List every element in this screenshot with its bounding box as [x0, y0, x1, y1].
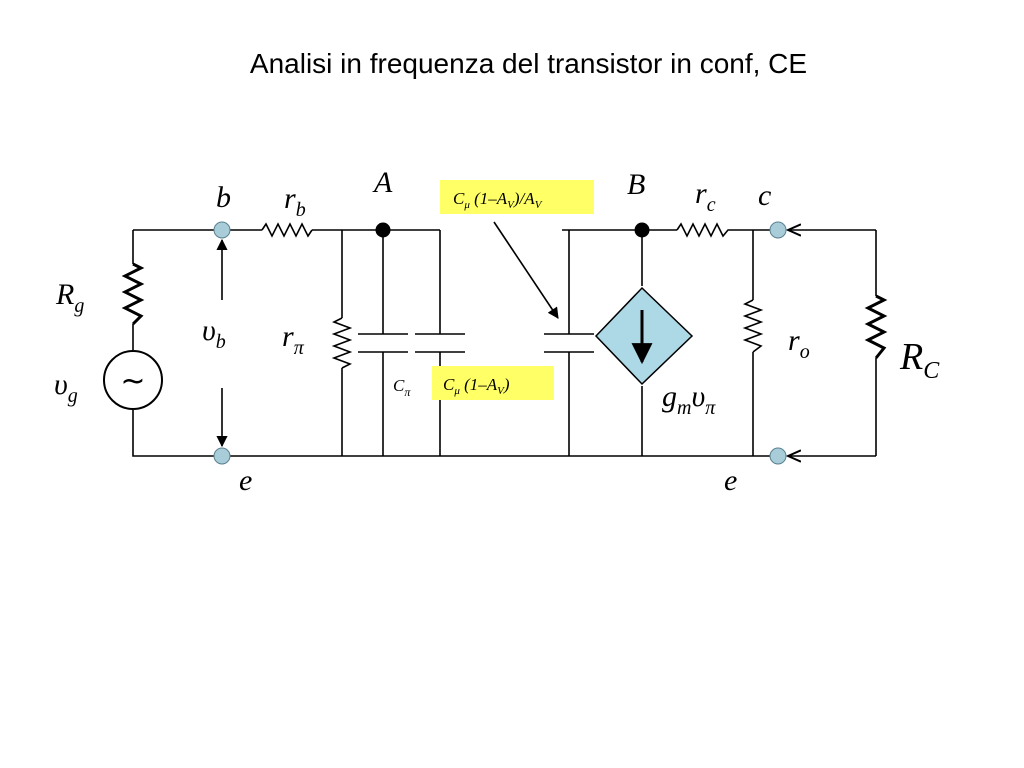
vg-label: υg — [54, 368, 78, 407]
load-resistor — [864, 294, 888, 359]
node-dot-B — [634, 222, 650, 238]
rb-label: rb — [284, 182, 306, 221]
rg-resistor — [121, 262, 145, 326]
rpi-label: rπ — [282, 320, 305, 359]
cmu-miller-input-capacitor — [415, 333, 465, 353]
miller-input-label: Cμ (1–AV) — [443, 375, 510, 397]
node-b-label: b — [216, 181, 231, 214]
rb-resistor — [261, 222, 313, 238]
dependent-current-source — [594, 286, 694, 386]
voltage-source: ~ — [103, 350, 163, 410]
rc-label: rc — [695, 177, 716, 216]
node-A-label: A — [372, 166, 393, 199]
miller-output-box — [440, 180, 594, 214]
terminal-e-left — [213, 447, 231, 465]
node-dot-A — [375, 222, 391, 238]
miller-output-label: Cμ (1–AV)/AV — [453, 189, 543, 211]
sine-symbol: ~ — [120, 364, 145, 399]
rpi-resistor — [331, 317, 353, 369]
node-c-label: c — [758, 179, 771, 212]
rg-label: Rg — [55, 278, 84, 317]
wires — [132, 229, 877, 457]
ro-resistor — [742, 299, 764, 353]
node-e-left-label: e — [239, 464, 252, 497]
RC-label: RC — [899, 336, 940, 384]
cpi-label: Cπ — [393, 376, 411, 399]
slide-title: Analisi in frequenza del transistor in c… — [249, 48, 808, 79]
terminal-e-right — [769, 447, 787, 465]
node-e-right-label: e — [724, 464, 737, 497]
miller-input-box — [432, 366, 554, 400]
ro-label: ro — [788, 324, 810, 363]
rc-resistor — [676, 222, 732, 238]
pointer-arrow — [493, 221, 559, 319]
vb-label: υb — [202, 314, 226, 353]
terminal-b — [213, 221, 231, 239]
node-B-label: B — [627, 168, 645, 201]
cmu-miller-output-capacitor — [544, 333, 594, 353]
gm-vpi-label: gmυπ — [662, 380, 716, 419]
cpi-capacitor — [358, 333, 408, 353]
terminal-c — [769, 221, 787, 239]
